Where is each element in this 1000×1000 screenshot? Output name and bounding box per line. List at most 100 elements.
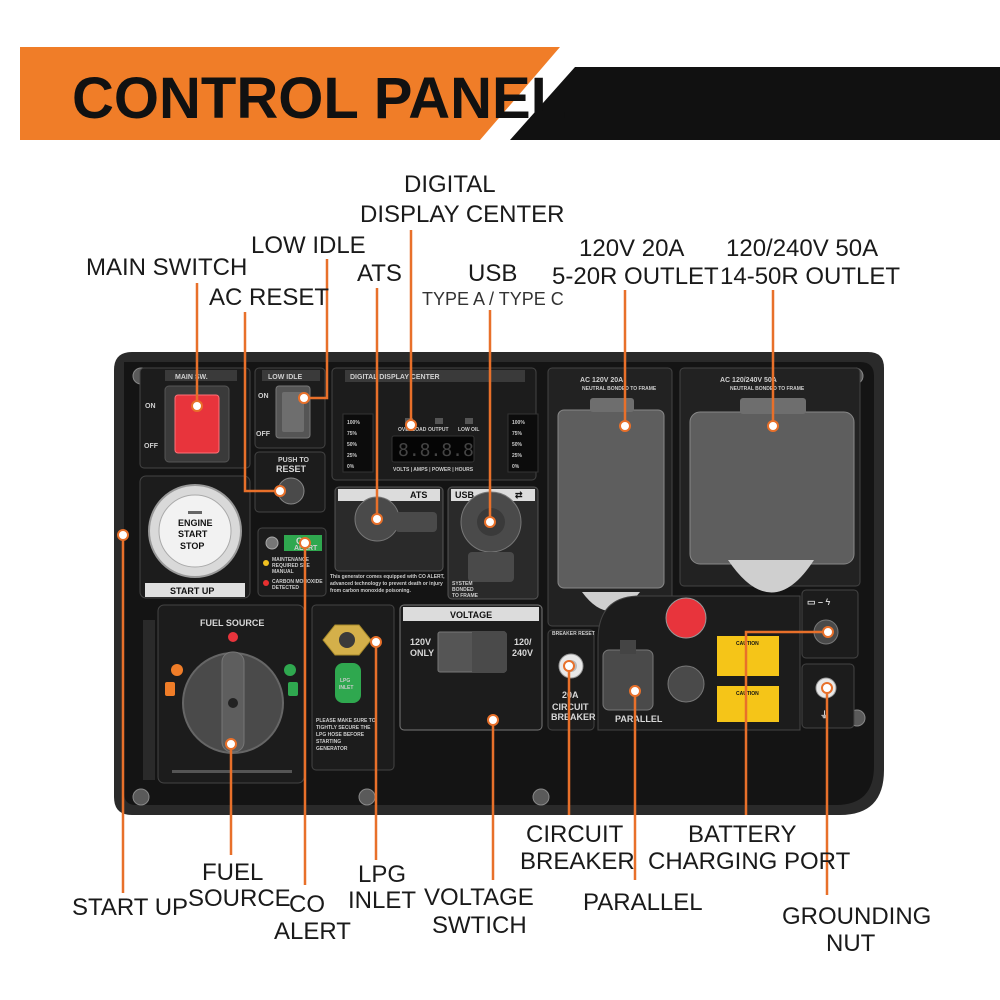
callout-fuel-1: FUEL bbox=[202, 859, 263, 886]
battery-icon: ▭ – ϟ bbox=[807, 597, 831, 607]
lpg-note-1: PLEASE MAKE SURE TO bbox=[316, 718, 376, 724]
callout-grounding-2: NUT bbox=[826, 930, 876, 957]
parallel-ground-port[interactable] bbox=[667, 665, 705, 703]
main-switch-module: MAIN SW. ON OFF bbox=[139, 367, 251, 469]
indicator-light-1 bbox=[435, 418, 443, 424]
caution-text-1: CAUTION bbox=[736, 641, 759, 647]
voltage-120-label: 120V bbox=[410, 637, 431, 647]
breaker-circuit-label: CIRCUIT bbox=[552, 702, 589, 712]
ats-module: ATS bbox=[334, 486, 444, 572]
callout-breaker-1: CIRCUIT bbox=[526, 821, 624, 848]
fuel-indicator-green bbox=[284, 664, 296, 676]
low-idle-rocker[interactable] bbox=[282, 392, 304, 432]
callout-lpg-2: INLET bbox=[348, 887, 416, 914]
breaker-amps-label: 20A bbox=[562, 690, 579, 700]
usb-note-3: TO FRAME bbox=[452, 593, 479, 599]
callout-outlet-240-1: 120/240V 50A bbox=[726, 235, 878, 262]
fuel-right-tick-3: 25% bbox=[512, 453, 523, 459]
co-note-4: CARBON MONOXIDE bbox=[272, 579, 323, 585]
callout-fuel-2: SOURCE bbox=[188, 885, 291, 912]
lpg-tank-label-1: LPG bbox=[340, 678, 350, 684]
battery-port-module: ▭ – ϟ bbox=[801, 589, 859, 659]
indicator-label-2: LOW OIL bbox=[458, 427, 479, 433]
outlet-240-neutral: NEUTRAL BONDED TO FRAME bbox=[730, 386, 805, 392]
callout-grounding-1: GROUNDING bbox=[782, 903, 931, 930]
fuel-left-tick-1: 75% bbox=[347, 431, 358, 437]
outlet-240v-cover[interactable] bbox=[689, 411, 855, 565]
voltage-only-label: ONLY bbox=[410, 648, 434, 658]
caution-label-2 bbox=[717, 686, 779, 722]
callout-start-up: START UP bbox=[72, 894, 188, 921]
fuel-right-tick-2: 50% bbox=[512, 442, 523, 448]
fuel-right-tick-0: 100% bbox=[512, 420, 525, 426]
outlet-120v-cover[interactable] bbox=[557, 409, 665, 589]
callout-battery-2: CHARGING PORT bbox=[648, 848, 851, 875]
callout-battery-1: BATTERY bbox=[688, 821, 796, 848]
callout-co-1: CO bbox=[289, 891, 325, 918]
header-black-band bbox=[510, 67, 1000, 140]
callout-ac-reset: AC RESET bbox=[209, 284, 329, 311]
callout-outlet-120-2: 5-20R OUTLET bbox=[552, 263, 719, 290]
outlet-120-neutral: NEUTRAL BONDED TO FRAME bbox=[582, 386, 657, 392]
fuel-source-module: FUEL SOURCE bbox=[143, 604, 305, 784]
callout-labels: MAIN SWITCH AC RESET LOW IDLE ATS DIGITA… bbox=[72, 171, 931, 957]
co-warning-2: advanced technology to prevent death or … bbox=[330, 581, 443, 587]
outlet-240-label: AC 120/240V 50A bbox=[720, 377, 777, 384]
lpg-tank-label-2: INLET bbox=[339, 685, 353, 691]
usb-note-1: SYSTEM bbox=[452, 581, 473, 587]
start-up-label: START UP bbox=[170, 586, 214, 596]
lpg-tank-icon bbox=[335, 663, 361, 703]
breaker-breaker-label: BREAKER bbox=[551, 712, 596, 722]
start-up-module: ENGINE START STOP START UP bbox=[139, 475, 251, 599]
callout-ats: ATS bbox=[357, 260, 402, 287]
start-label: START bbox=[178, 529, 208, 539]
low-idle-on: ON bbox=[258, 393, 269, 400]
fuel-right-tick-4: 0% bbox=[512, 464, 520, 470]
display-modes: VOLTS | AMPS | POWER | HOURS bbox=[393, 467, 474, 473]
parallel-module: PARALLEL CAUTION CAUTION bbox=[597, 595, 801, 731]
stop-label: STOP bbox=[180, 541, 204, 551]
main-sw-on: ON bbox=[145, 403, 156, 410]
co-warning-1: This generator comes equipped with CO AL… bbox=[330, 574, 445, 580]
callout-usb-sub: TYPE A / TYPE C bbox=[422, 289, 564, 309]
usb-symbol-icon: ⇄ bbox=[515, 490, 523, 500]
callout-digital-1: DIGITAL bbox=[404, 171, 496, 198]
lpg-inlet-module: « LPG INLET PLEASE MAKE SURE TO TIGHTLY … bbox=[311, 604, 395, 771]
callout-main-switch: MAIN SWITCH bbox=[86, 254, 247, 281]
header-banner: CONTROL PANEL bbox=[20, 47, 1000, 140]
main-sw-off: OFF bbox=[144, 443, 159, 450]
fuel-indicator-red bbox=[228, 632, 238, 642]
engine-label: ENGINE bbox=[178, 518, 213, 528]
display-center-label: DIGITAL DISPLAY CENTER bbox=[350, 374, 440, 381]
parallel-red-cap bbox=[665, 597, 707, 639]
co-note-5: DETECTED bbox=[272, 585, 299, 591]
header-orange-band bbox=[20, 47, 560, 140]
display-digits: 8.8.8.8 bbox=[398, 440, 474, 461]
engine-start-stop-button[interactable] bbox=[159, 495, 231, 567]
lpg-note-2: TIGHTLY SECURE THE bbox=[316, 725, 371, 731]
outlet-120v-module: AC 120V 20A NEUTRAL BONDED TO FRAME bbox=[547, 367, 673, 627]
callout-digital-2: DISPLAY CENTER bbox=[360, 201, 565, 228]
voltage-240-label-2: 240V bbox=[512, 648, 533, 658]
main-sw-label: MAIN SW. bbox=[175, 374, 208, 381]
usb-module: USB ⇄ SYSTEM BONDED TO FRAME bbox=[447, 486, 539, 600]
page-title: CONTROL PANEL bbox=[72, 66, 566, 131]
caution-text-2: CAUTION bbox=[736, 691, 759, 697]
fuel-left-tick-3: 25% bbox=[347, 453, 358, 459]
voltage-label: VOLTAGE bbox=[450, 610, 492, 620]
gasoline-icon bbox=[165, 682, 175, 696]
usb-note-2: BONDED bbox=[452, 587, 474, 593]
low-idle-label: LOW IDLE bbox=[268, 374, 303, 381]
fuel-gauge-left: 100%75%50%25%0% bbox=[342, 413, 374, 473]
push-to-label: PUSH TO bbox=[278, 457, 310, 464]
parallel-port[interactable] bbox=[602, 649, 654, 711]
lpg-note-5: GENERATOR bbox=[316, 746, 348, 752]
indicator-light-2 bbox=[465, 418, 473, 424]
caution-label-1 bbox=[717, 636, 779, 676]
co-note-1: MAINTENANCE bbox=[272, 557, 310, 563]
co-warning-3: from carbon monoxide poisoning. bbox=[330, 588, 411, 594]
fuel-indicator-orange bbox=[171, 664, 183, 676]
voltage-switch-module: VOLTAGE 120V ONLY 120/ 240V bbox=[399, 604, 543, 731]
callout-lpg-1: LPG bbox=[358, 861, 406, 888]
